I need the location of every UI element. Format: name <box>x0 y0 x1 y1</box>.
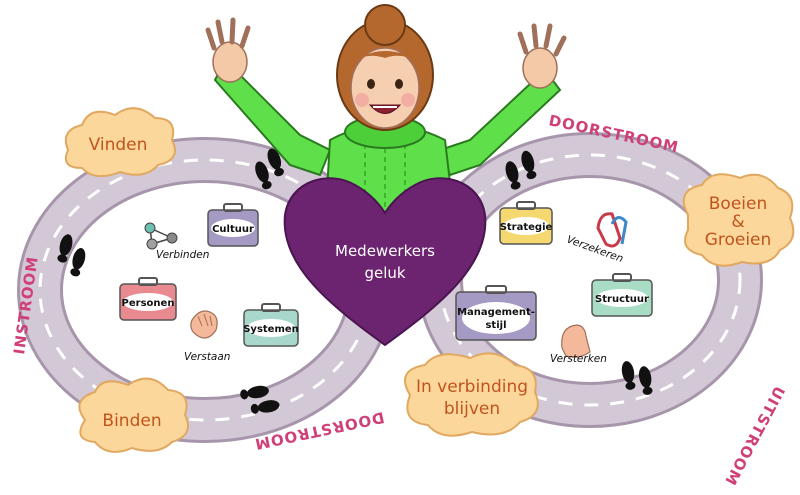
case-personen-label: Personen <box>122 298 175 309</box>
case-systemen-label: Systemen <box>243 324 299 335</box>
cloud-binden-label: Binden <box>102 411 161 431</box>
cloud-vinden: Vinden <box>64 107 176 178</box>
case-systemen: Systemen <box>243 303 299 347</box>
right-hand-icon <box>517 23 567 89</box>
center-title-line1: Medewerkers <box>335 242 435 260</box>
case-structuur-label: Structuur <box>595 294 649 305</box>
network-icon <box>144 222 178 250</box>
cloud-boeien-line1: Boeien <box>709 194 767 214</box>
cloud-boeien-line3: Groeien <box>705 230 772 250</box>
cloud-verbinding-line1: In verbinding <box>416 377 528 397</box>
footprints-icon <box>57 148 653 414</box>
verb-versterken: Versterken <box>550 353 607 365</box>
verb-verzekeren: Verzekeren <box>565 234 625 266</box>
case-cultuur: Cultuur <box>207 203 259 247</box>
cloud-boeien-line2: & <box>731 212 744 232</box>
case-strategie-label: Strategie <box>500 222 553 233</box>
case-structuur: Structuur <box>591 273 653 317</box>
flexed-arm-icon <box>561 324 591 358</box>
heart-shape <box>283 177 487 347</box>
uitstroom-label: UITSTROOM <box>721 383 789 489</box>
case-strategie: Strategie <box>499 201 553 245</box>
handshake-icon <box>190 310 218 339</box>
carabiner-icon <box>596 212 628 248</box>
case-management-line2: stijl <box>485 320 506 331</box>
left-hand-icon <box>205 17 251 83</box>
cloud-verbinding-line2: blijven <box>444 399 500 419</box>
verb-verbinden: Verbinden <box>156 249 209 261</box>
cloud-boeien-groeien: Boeien & Groeien <box>682 173 795 267</box>
case-management-line1: Management- <box>457 307 535 318</box>
verb-verstaan: Verstaan <box>184 351 230 363</box>
center-title-line2: geluk <box>364 264 405 282</box>
case-cultuur-label: Cultuur <box>212 224 254 235</box>
case-personen: Personen <box>119 277 177 321</box>
cloud-binden: Binden <box>78 377 189 453</box>
cloud-vinden-label: Vinden <box>89 135 148 155</box>
case-managementstijl: Management- stijl <box>455 285 537 341</box>
cloud-in-verbinding: In verbinding blijven <box>404 352 539 437</box>
